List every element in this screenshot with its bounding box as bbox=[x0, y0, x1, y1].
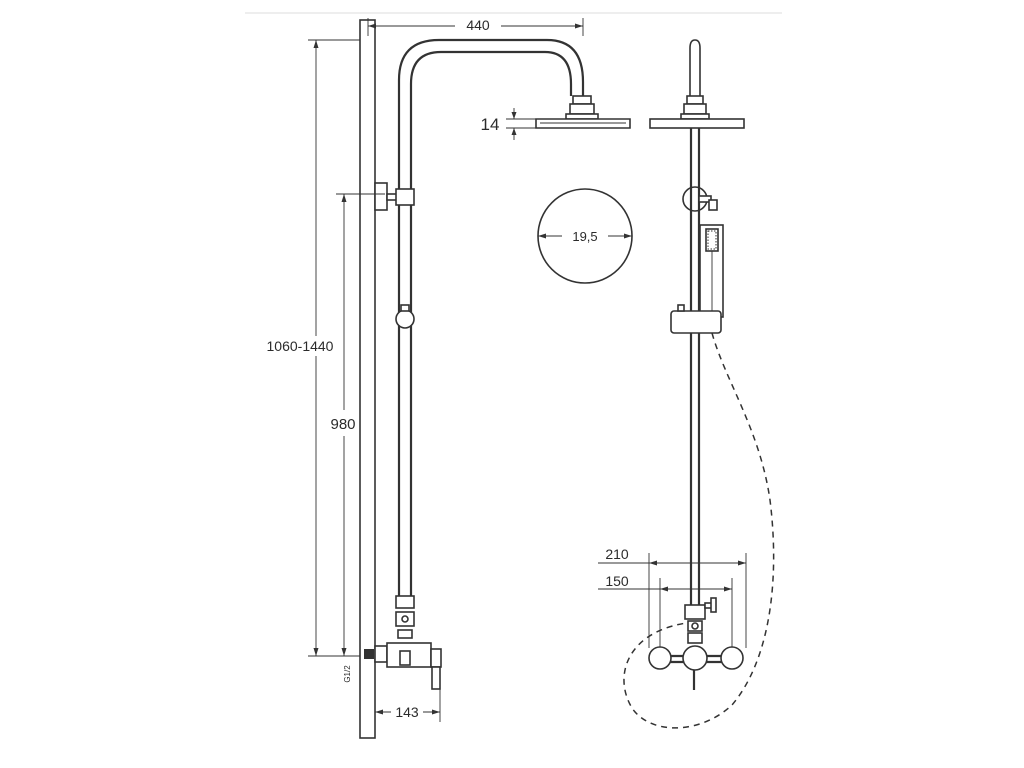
front-slider bbox=[670, 310, 722, 334]
riser-pipe-inner bbox=[409, 50, 573, 606]
dim-14: 14 bbox=[481, 108, 540, 140]
wall-bracket-plate bbox=[374, 182, 388, 211]
front-bracket-clip bbox=[708, 199, 718, 211]
mixer-inlet-right bbox=[720, 646, 744, 670]
dim-head-diameter-label: 19,5 bbox=[572, 229, 597, 244]
head-nut-top bbox=[572, 95, 592, 105]
diverter-dot bbox=[691, 622, 699, 630]
dim-inlet-height-label: 980 bbox=[330, 416, 355, 433]
dim-total-height: 1060-1440 bbox=[267, 39, 360, 657]
wall-flange bbox=[374, 645, 388, 663]
dim-pipe-reach-label: 440 bbox=[466, 17, 490, 33]
front-head-nut bbox=[683, 103, 707, 115]
inlet-thread-mark bbox=[364, 649, 374, 659]
wall-section bbox=[359, 19, 376, 739]
dim-head-thickness-label: 14 bbox=[481, 115, 500, 134]
riser-pipe-outer bbox=[397, 38, 585, 606]
front-pipe-top bbox=[689, 39, 701, 96]
front-shower-head bbox=[649, 118, 745, 129]
dim-980: 980 bbox=[330, 193, 385, 657]
diverter-knob bbox=[710, 597, 717, 613]
slider-cap bbox=[400, 304, 410, 312]
dim-total-height-label: 1060-1440 bbox=[267, 338, 334, 354]
diverter-stem bbox=[687, 632, 703, 644]
shower-hose bbox=[623, 332, 775, 729]
thread-label: G1/2 bbox=[343, 665, 352, 683]
dim-440: 440 bbox=[367, 17, 584, 36]
diverter-body bbox=[684, 604, 706, 620]
mixer-inlet-left bbox=[648, 646, 672, 670]
lower-nut-dot bbox=[401, 615, 409, 623]
dim-143: 143 bbox=[374, 689, 441, 722]
lower-connector bbox=[397, 629, 413, 639]
side-view bbox=[359, 19, 631, 739]
dim-mixer-projection-label: 143 bbox=[395, 704, 419, 720]
mixer-nut-side bbox=[399, 650, 411, 666]
dim-210: 210 bbox=[598, 546, 747, 648]
handheld-nozzles bbox=[707, 230, 717, 250]
dim-150: 150 bbox=[598, 573, 733, 647]
head-nut bbox=[569, 103, 595, 115]
head-diameter-view: 19,5 bbox=[537, 188, 633, 284]
lower-nut-1 bbox=[395, 595, 415, 609]
wall-bracket-clamp bbox=[395, 188, 415, 206]
slider-knob bbox=[395, 309, 415, 329]
shower-head-side bbox=[535, 118, 631, 129]
dim-inlet-spacing-label: 150 bbox=[605, 573, 629, 589]
front-view bbox=[623, 39, 775, 729]
dim-mixer-width-label: 210 bbox=[605, 546, 629, 562]
front-head-nut-top bbox=[686, 95, 704, 105]
front-bracket-arm bbox=[698, 195, 712, 203]
mixer-lever-side bbox=[431, 666, 441, 690]
mixer-cartridge bbox=[682, 645, 708, 671]
mixer-cap-side bbox=[430, 648, 442, 668]
front-slider-knob bbox=[677, 304, 685, 312]
